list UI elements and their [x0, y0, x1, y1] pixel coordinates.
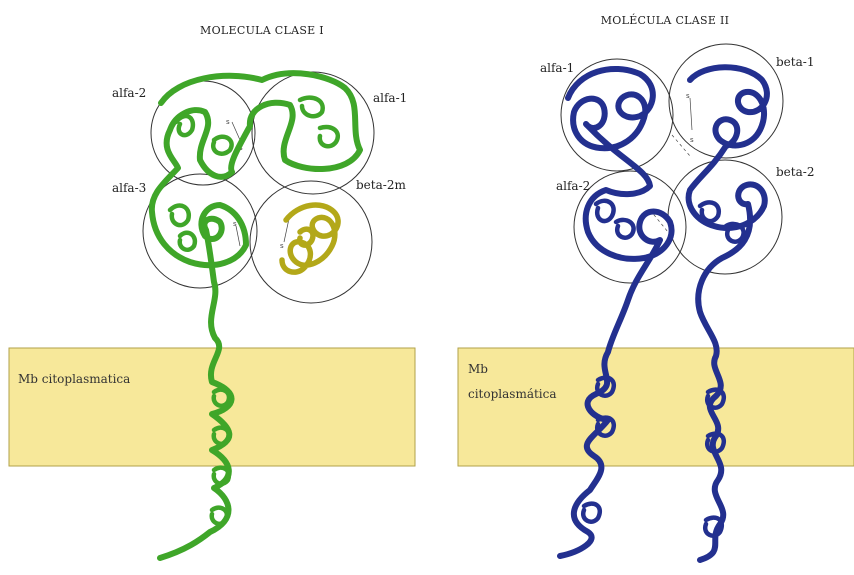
class2-title: MOLÉCULA CLASE II	[601, 13, 730, 27]
class1-molecule: MOLECULA CLASE I Mb citoplasmatica alfa-…	[9, 24, 415, 558]
class2-label-beta1: beta-1	[776, 55, 814, 69]
class1-label-alfa1: alfa-1	[373, 91, 407, 105]
class1-beta2m-chain	[282, 205, 338, 272]
class1-label-alfa2: alfa-2	[112, 86, 146, 100]
class2-membrane-label-line2: citoplasmática	[468, 387, 557, 401]
class1-title: MOLECULA CLASE I	[200, 24, 324, 37]
class2-alpha-chain	[560, 69, 672, 556]
svg-text:s: s	[690, 136, 694, 144]
svg-text:s: s	[233, 220, 237, 228]
class2-membrane-label-line1: Mb	[468, 362, 488, 376]
svg-text:s: s	[280, 242, 284, 250]
class2-beta-chain	[689, 67, 767, 560]
class2-label-alfa2: alfa-2	[556, 179, 590, 193]
class1-label-alfa3: alfa-3	[112, 181, 146, 195]
class1-label-beta2m: beta-2m	[356, 178, 406, 192]
class2-label-alfa1: alfa-1	[540, 61, 574, 75]
class2-molecule: MOLÉCULA CLASE II Mb citoplasmática alfa…	[458, 13, 854, 560]
class2-membrane	[458, 348, 854, 466]
class1-membrane-label: Mb citoplasmatica	[18, 372, 130, 386]
svg-text:s: s	[226, 118, 230, 126]
svg-text:s: s	[686, 92, 690, 100]
class2-label-beta2: beta-2	[776, 165, 814, 179]
